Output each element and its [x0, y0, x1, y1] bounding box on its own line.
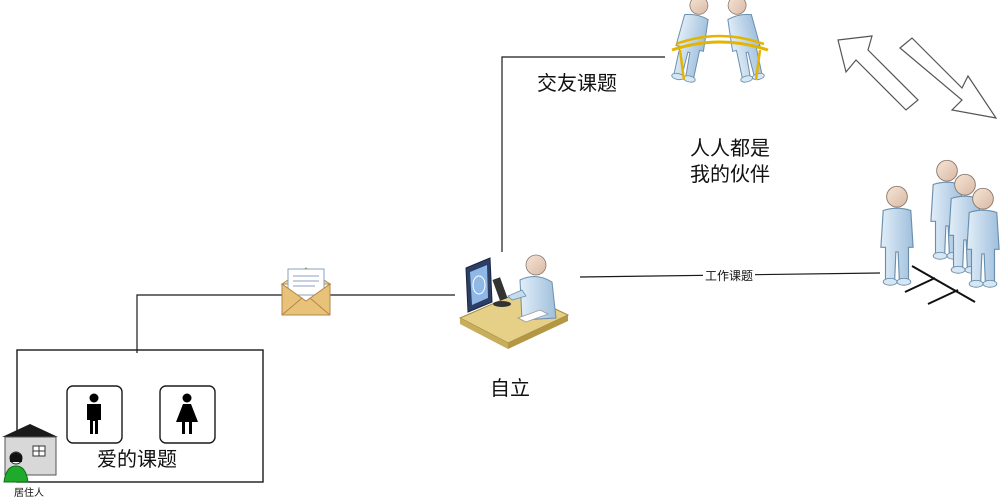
love-task-box	[16, 349, 264, 483]
open-envelope-icon	[280, 267, 332, 316]
work-task-label: 工作课题	[703, 267, 756, 284]
love-task-label: 爱的课题	[97, 447, 177, 471]
independence-label: 自立	[490, 376, 530, 400]
resident-label: 居住人	[14, 488, 44, 497]
house-with-person-icon	[2, 424, 58, 483]
partners-label-line2: 我的伙伴	[690, 162, 770, 186]
social-connector-line	[501, 56, 665, 252]
bidirectional-arrows-icon	[837, 35, 998, 119]
love-connector-line	[136, 294, 282, 353]
scientist-at-microscope-icon	[458, 254, 570, 349]
partners-label-line1: 人人都是	[690, 136, 770, 160]
female-person-icon	[159, 385, 216, 444]
social-task-label: 交友课题	[537, 71, 617, 95]
people-group-icon	[880, 159, 1000, 305]
tug-of-war-icon	[668, 0, 769, 85]
male-person-icon	[66, 385, 123, 444]
